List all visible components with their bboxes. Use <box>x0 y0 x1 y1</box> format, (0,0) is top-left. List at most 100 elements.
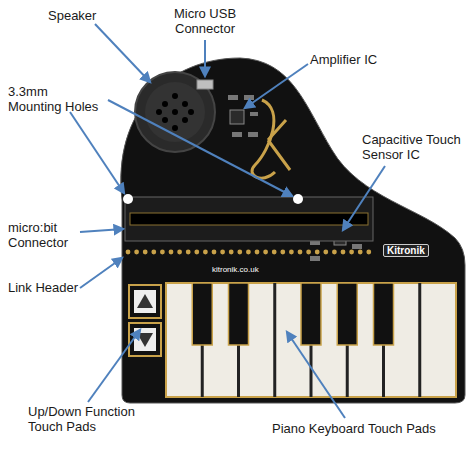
leader-arrows <box>80 229 123 232</box>
piano-key-pads <box>166 283 456 397</box>
link-header-pins <box>194 250 199 255</box>
link-header-pins <box>134 250 139 255</box>
link-header-pins <box>186 250 191 255</box>
logo-swirl <box>268 120 290 170</box>
brand-badge: Kitronik <box>383 244 429 257</box>
speaker <box>135 72 215 152</box>
speaker <box>145 82 205 142</box>
link-header-pins <box>237 250 242 255</box>
speaker <box>172 93 178 99</box>
speaker <box>162 117 168 123</box>
function-touch-pads <box>137 333 153 347</box>
link-header-pins <box>306 250 311 255</box>
pcb-outline <box>121 58 465 403</box>
link-header-pins <box>280 250 285 255</box>
link-header-pins <box>169 250 174 255</box>
piano-key-pads <box>192 283 212 345</box>
link-header-pins <box>366 250 371 255</box>
smd-components <box>248 132 258 137</box>
usb-connector <box>197 80 213 89</box>
link-header-pins <box>229 250 234 255</box>
speaker <box>162 101 168 107</box>
function-touch-pads <box>134 290 156 313</box>
link-header-pins <box>255 250 260 255</box>
link-header-pins <box>126 250 131 255</box>
leader-arrows <box>80 258 122 288</box>
smd-components <box>232 132 242 137</box>
part-label: Link Header <box>8 280 88 295</box>
link-header-pins <box>177 250 182 255</box>
function-touch-pads <box>129 285 161 318</box>
part-label: 3.3mm Mounting Holes <box>8 84 103 114</box>
mounting-hole <box>123 194 303 204</box>
piano-key-pads <box>273 283 276 397</box>
smd-components <box>228 95 238 100</box>
link-header-pins <box>126 250 372 255</box>
microbit-edge-connector <box>125 197 373 241</box>
link-header-pins <box>323 250 328 255</box>
link-header-pins <box>203 250 208 255</box>
smd-components <box>230 110 244 124</box>
link-header-pins <box>160 250 165 255</box>
link-header-pins <box>289 250 294 255</box>
function-touch-pads <box>137 294 153 308</box>
part-label: Speaker <box>48 8 118 23</box>
part-label: Amplifier IC <box>310 52 410 67</box>
leader-arrows <box>88 330 140 402</box>
link-header-pins <box>143 250 148 255</box>
leader-arrows <box>245 64 308 108</box>
speaker <box>156 109 162 115</box>
part-label: Piano Keyboard Touch Pads <box>272 421 462 436</box>
speaker <box>182 117 188 123</box>
leader-arrows <box>70 24 385 418</box>
link-header-pins <box>263 250 268 255</box>
link-header-pins <box>246 250 251 255</box>
leader-arrows <box>343 166 385 230</box>
piano-key-pads <box>337 283 357 345</box>
silkscreen-text: kitronik.co.uk <box>212 265 259 274</box>
link-header-pins <box>349 250 354 255</box>
part-label: Micro USB Connector <box>160 6 250 36</box>
smd-components <box>244 95 254 100</box>
speaker <box>188 109 194 115</box>
link-header-pins <box>332 250 337 255</box>
mounting-hole <box>293 194 303 204</box>
part-label: Capacitive Touch Sensor IC <box>362 132 462 162</box>
pcb-outline <box>121 58 465 403</box>
leader-arrows <box>95 24 150 82</box>
leader-arrows <box>70 112 124 193</box>
piano-key-pads <box>418 283 421 397</box>
smd-components <box>310 256 320 261</box>
leader-arrows <box>108 100 292 196</box>
speaker <box>182 101 188 107</box>
link-header-pins <box>358 250 363 255</box>
smd-components <box>250 112 258 116</box>
mounting-hole <box>123 194 133 204</box>
part-label: micro:bit Connector <box>8 220 83 250</box>
link-header-pins <box>220 250 225 255</box>
logo-swirl <box>252 100 290 178</box>
link-header-pins <box>212 250 217 255</box>
link-header-pins <box>315 250 320 255</box>
function-touch-pads <box>129 285 161 356</box>
piano-key-pads <box>374 283 394 345</box>
speaker <box>135 72 215 152</box>
piano-key-pads <box>166 283 456 397</box>
link-header-pins <box>298 250 303 255</box>
microbit-edge-connector <box>125 197 373 241</box>
leader-arrows <box>204 40 206 76</box>
piano-key-pads <box>229 283 249 345</box>
link-header-pins <box>341 250 346 255</box>
smd-components <box>352 244 362 249</box>
leader-arrows <box>287 332 345 418</box>
speaker <box>172 109 178 115</box>
microbit-edge-connector <box>130 213 368 225</box>
link-header-pins <box>151 250 156 255</box>
part-label: Up/Down Function Touch Pads <box>28 404 158 434</box>
piano-key-pads <box>301 283 321 345</box>
function-touch-pads <box>134 328 156 351</box>
link-header-pins <box>272 250 277 255</box>
usb-connector <box>197 80 213 89</box>
